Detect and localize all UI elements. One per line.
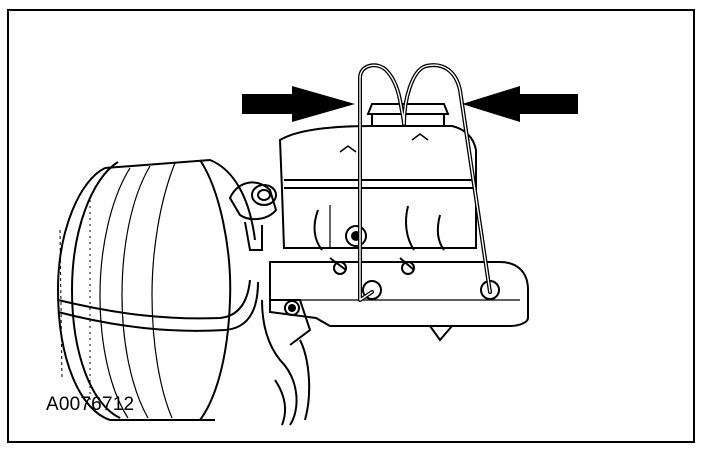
bleeder-tubes — [358, 63, 492, 302]
arrow-left — [242, 86, 355, 122]
reservoir — [278, 103, 477, 251]
brake-booster — [56, 158, 278, 421]
bleeder-tubes-inner — [359, 64, 491, 301]
figure-border — [7, 9, 695, 443]
figure-id-label: A0076712 — [46, 394, 135, 415]
booster-flange — [261, 299, 312, 426]
arrow-right — [462, 86, 578, 122]
